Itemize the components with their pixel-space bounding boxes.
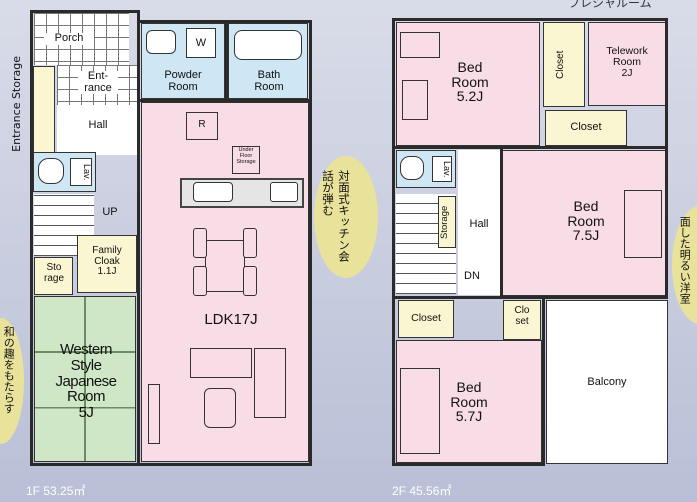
closet-4 bbox=[503, 300, 541, 340]
hall-2f bbox=[458, 150, 500, 295]
floor1-area-label: 1F 53.25㎡ bbox=[26, 484, 86, 498]
storage-2f-label: Storage bbox=[439, 205, 450, 239]
telework-label: Telework Room 2J bbox=[606, 45, 648, 80]
sofa-right bbox=[254, 348, 286, 418]
hall-2f-label: Hall bbox=[469, 218, 489, 230]
storage-1f-label: Sto rage bbox=[43, 262, 64, 284]
bed-3-furniture bbox=[400, 368, 440, 454]
callout-kitchen-text: 対面式キッチン会話が弾む bbox=[321, 170, 351, 262]
closet-1 bbox=[543, 22, 585, 107]
hall-1f-label: Hall bbox=[88, 119, 108, 131]
callout-western-text: 面した明るい洋室 bbox=[678, 216, 692, 304]
western-japanese-label: Western Style Japanese Room 5J bbox=[55, 341, 117, 421]
washer-box bbox=[186, 28, 216, 58]
closet-2-label: Closet bbox=[570, 121, 602, 133]
bath-room-label: Bath Room bbox=[254, 69, 284, 93]
dn-label: DN bbox=[464, 270, 480, 282]
floor2-area-label: 2F 45.56㎡ bbox=[392, 484, 452, 498]
under-floor-storage bbox=[232, 146, 260, 174]
sofa-left bbox=[190, 348, 252, 378]
bed-1-furniture bbox=[400, 32, 440, 58]
hall-1f bbox=[57, 105, 137, 155]
chair-4 bbox=[243, 266, 257, 296]
western-japanese-room bbox=[34, 296, 136, 462]
dining-table bbox=[205, 240, 245, 292]
entrance-storage bbox=[33, 66, 55, 154]
desk-1-furniture bbox=[402, 80, 428, 120]
washer-label: W bbox=[195, 37, 207, 49]
ldk-label: LDK17J bbox=[204, 311, 258, 328]
bed-room-2-label: Bed Room 7.5J bbox=[567, 198, 605, 244]
coffee-table bbox=[204, 388, 236, 428]
chair-2 bbox=[243, 228, 257, 258]
bed-2-furniture bbox=[624, 190, 662, 258]
sink-icon bbox=[146, 30, 176, 54]
up-label: UP bbox=[102, 206, 118, 218]
bed-room-1-label: Bed Room 5.2J bbox=[451, 59, 489, 105]
chair-3 bbox=[193, 266, 207, 296]
toilet-1f bbox=[38, 158, 64, 184]
closet-1-label: Closet bbox=[555, 50, 566, 80]
toilet-2f bbox=[400, 156, 424, 180]
stove-icon bbox=[270, 182, 298, 202]
powder-room-label: Powder Room bbox=[164, 69, 202, 93]
lav-2f-label: Lav. bbox=[432, 156, 452, 182]
balcony bbox=[546, 300, 668, 464]
kitchen-sink-icon bbox=[193, 182, 233, 202]
callout-japanese-text: 和の趣をもたらす bbox=[2, 326, 16, 414]
callout-kitchen bbox=[314, 156, 378, 278]
fridge-label: R bbox=[198, 119, 206, 130]
lav-1f-label: Lav. bbox=[70, 158, 92, 186]
porch-label: Porch bbox=[44, 32, 94, 45]
chair-1 bbox=[193, 228, 207, 258]
entrance-storage-label: Entrance Storage bbox=[10, 56, 23, 152]
storage-2f bbox=[438, 196, 456, 248]
bed-room-3-label: Bed Room 5.7J bbox=[450, 379, 488, 425]
closet-3 bbox=[398, 300, 454, 338]
entrance-label: Ent- rance bbox=[78, 70, 118, 95]
balcony-label: Balcony bbox=[587, 376, 627, 388]
closet-3-label: Closet bbox=[411, 312, 441, 324]
tv-board bbox=[148, 384, 160, 444]
banner-text: フレシャルーム bbox=[568, 0, 652, 10]
bathtub-icon bbox=[234, 30, 302, 60]
closet-2 bbox=[545, 110, 627, 146]
storage-1f bbox=[34, 257, 73, 295]
family-cloak bbox=[77, 235, 137, 293]
under-floor-label: Under Floor Storage bbox=[236, 147, 256, 165]
fridge-box bbox=[186, 112, 218, 140]
closet-4-label: Clo set bbox=[514, 305, 530, 327]
telework-room bbox=[588, 22, 666, 106]
family-cloak-label: Family Cloak 1.1J bbox=[92, 245, 122, 277]
